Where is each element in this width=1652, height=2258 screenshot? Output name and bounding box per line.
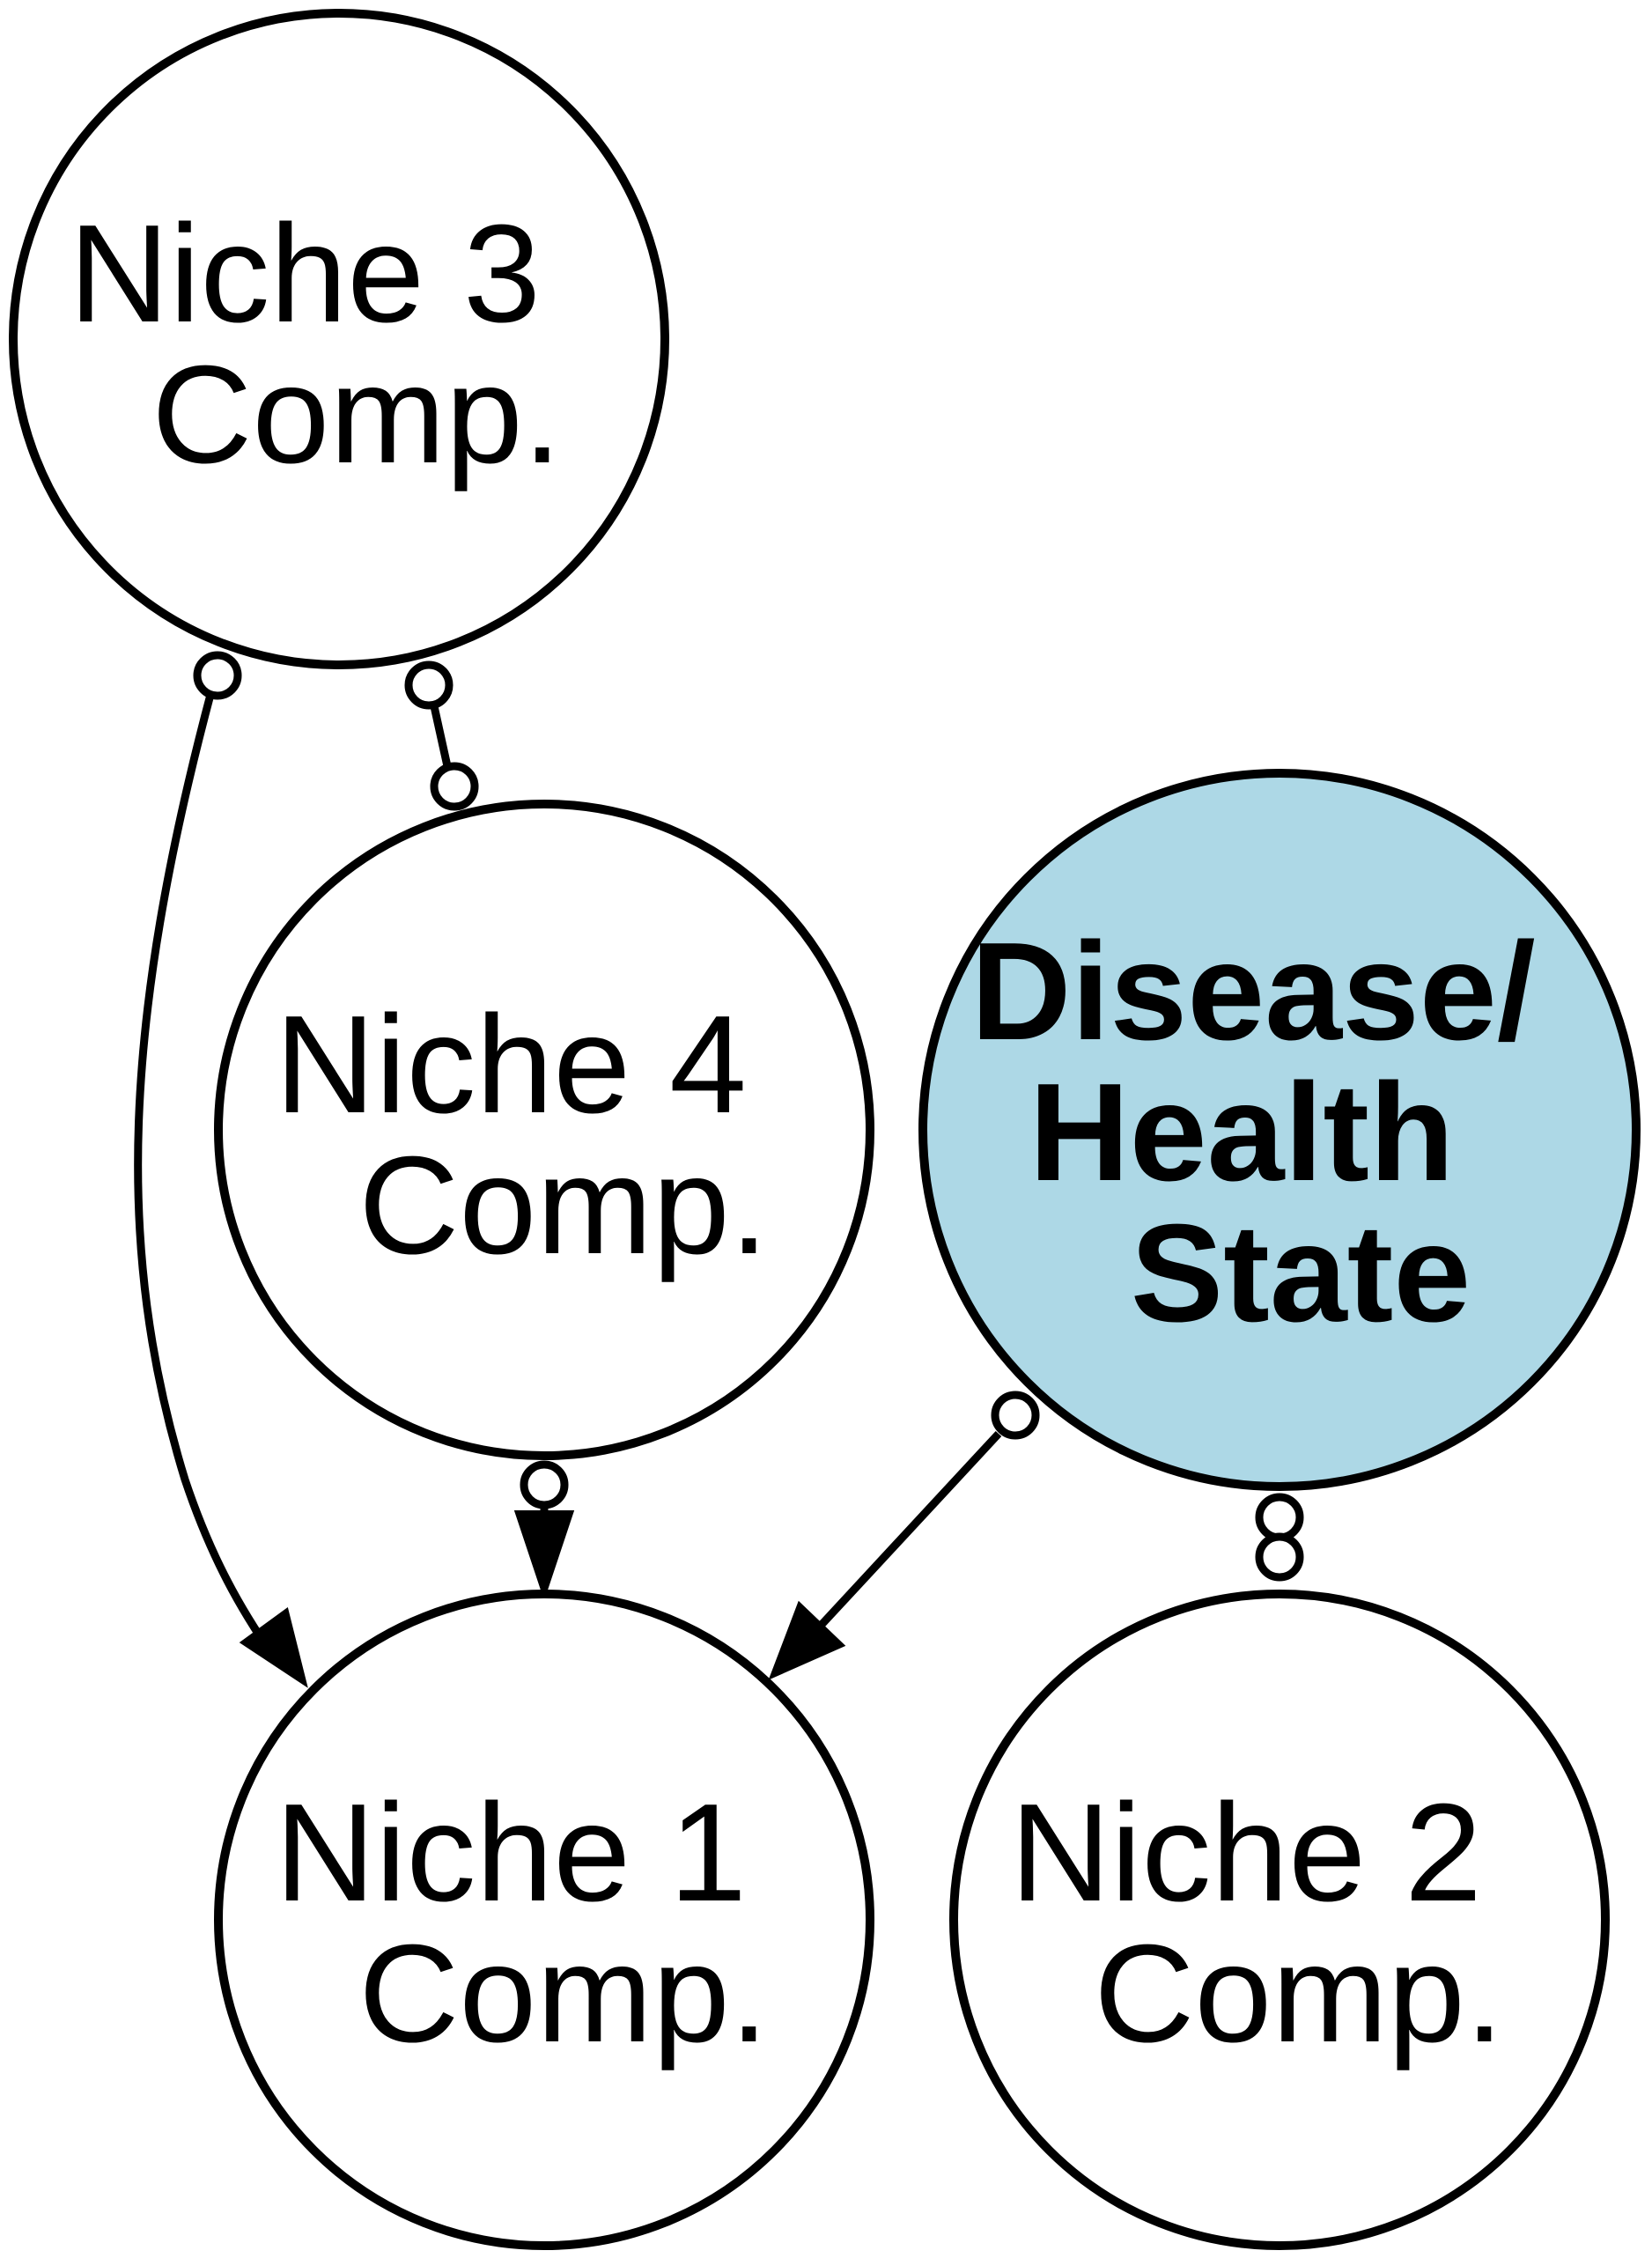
edge-niche3-to-niche1 (134, 690, 277, 1658)
edge-disease-to-niche1-tail-circle (991, 1391, 1040, 1440)
nodes: Niche 3 Comp. Niche 4 Comp. Disease/ Hea… (9, 9, 1641, 2250)
edges (134, 651, 1304, 1688)
edge-niche3-niche4-top-circle (404, 660, 454, 710)
edge-disease-niche2-bottom-circle (1255, 1532, 1304, 1582)
node-niche3-label-line1: Niche 3 (69, 196, 541, 351)
svg-text:Niche 4 Comp.: Niche 4 Comp. (275, 987, 785, 1283)
node-niche3-circle (9, 9, 669, 669)
node-disease-health-state-circle (918, 769, 1641, 1491)
node-niche2-label-line2: Comp. (1094, 1916, 1503, 2071)
node-niche1: Niche 1 Comp. (214, 1590, 874, 2250)
node-niche4-circle (214, 800, 874, 1460)
edge-niche3-niche4-bottom-circle (430, 762, 479, 811)
node-niche1-label-line2: Comp. (358, 1916, 768, 2071)
svg-text:Niche 1 Comp.: Niche 1 Comp. (275, 1775, 785, 2071)
node-disease-label-line3: State (1131, 1196, 1471, 1351)
node-niche3: Niche 3 Comp. (9, 9, 669, 669)
edge-niche4-to-niche1-tail-circle (520, 1460, 569, 1509)
node-disease-label-line1: Disease/ (970, 914, 1535, 1069)
svg-text:Disease/ Health: Disease/ Health State (970, 914, 1574, 1351)
node-niche4-label-line2: Comp. (358, 1128, 768, 1283)
edge-niche3-to-niche1-tail-circle (193, 651, 242, 700)
node-disease-health-state: Disease/ Health State (918, 769, 1641, 1491)
edge-niche3-niche4 (430, 705, 452, 767)
edge-niche4-to-niche1-arrowhead (513, 1510, 575, 1601)
svg-text:Niche 2 Comp.: Niche 2 Comp. (1010, 1775, 1521, 2071)
node-disease-label-line2: Health (1029, 1055, 1455, 1210)
node-niche2-label-line1: Niche 2 (1010, 1775, 1482, 1930)
node-niche2-circle (949, 1590, 1610, 2250)
node-niche4: Niche 4 Comp. (214, 800, 874, 1460)
edge-disease-niche2-top-circle (1255, 1493, 1304, 1542)
node-niche2: Niche 2 Comp. (949, 1590, 1610, 2250)
edge-disease-to-niche1 (815, 1430, 1002, 1631)
node-niche1-label-line1: Niche 1 (275, 1775, 747, 1930)
edge-niche3-to-niche1-arrowhead (239, 1606, 308, 1688)
node-niche3-label-line2: Comp. (151, 337, 561, 492)
node-niche4-label-line1: Niche 4 (275, 987, 747, 1142)
edge-disease-to-niche1-arrowhead (768, 1600, 846, 1680)
node-niche1-circle (214, 1590, 874, 2250)
svg-text:Niche 3 Comp.: Niche 3 Comp. (69, 196, 579, 492)
